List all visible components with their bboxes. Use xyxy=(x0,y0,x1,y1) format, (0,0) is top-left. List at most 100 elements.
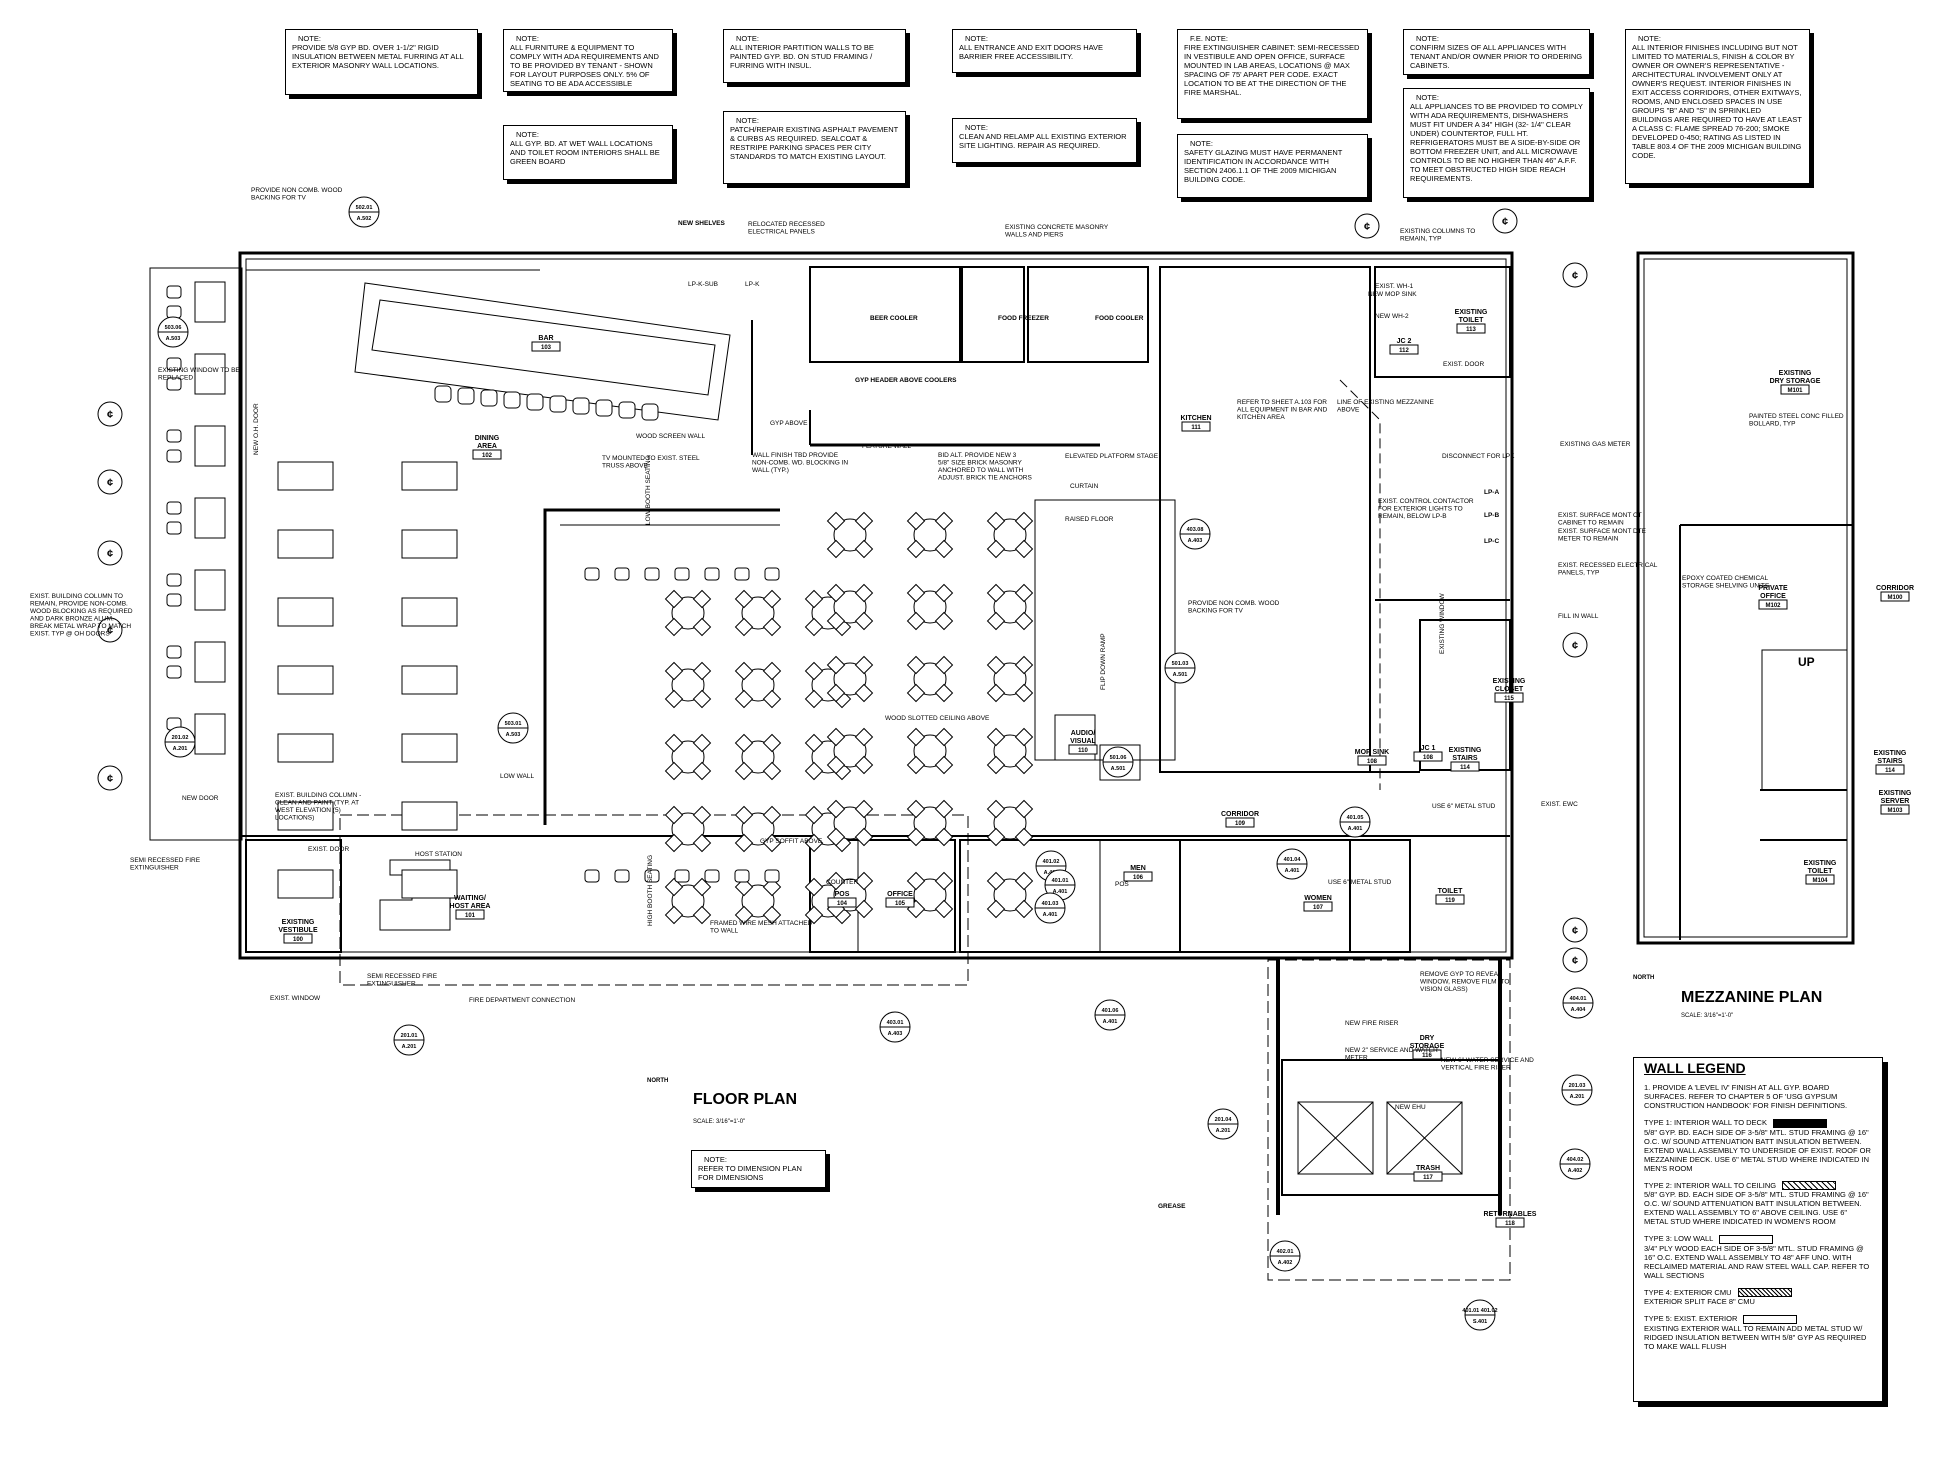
grid-marker-glyph: ¢ xyxy=(1572,640,1578,652)
room-name: MEN xyxy=(1130,865,1146,872)
note-title: NOTE: xyxy=(736,34,759,43)
room-number: M100 xyxy=(1887,595,1903,601)
table-icon xyxy=(194,425,226,467)
bar-stool-icon xyxy=(595,399,613,417)
note-insulation: NOTE: PROVIDE 5/8 GYP BD. OVER 1-1/2" RI… xyxy=(285,29,478,95)
section-tag-bottom: A.401 xyxy=(1043,912,1058,918)
note-title: F.E. NOTE: xyxy=(1190,34,1228,43)
room-number: 114 xyxy=(1460,765,1470,771)
note-body: ALL FURNITURE & EQUIPMENT TO COMPLY WITH… xyxy=(510,43,659,88)
callout-label: FLIP DOWN RAMP xyxy=(1100,633,1107,690)
section-tag-top: 201.02 xyxy=(172,735,189,741)
section-tag-bottom: A.401 xyxy=(1103,1019,1118,1025)
restrooms-outline xyxy=(959,839,1411,953)
grid-marker-icon xyxy=(1354,213,1380,239)
section-tag-top: 404.02 xyxy=(1567,1157,1584,1163)
round-table-icon xyxy=(913,662,947,696)
callout-label: USE 6" METAL STUD xyxy=(1432,803,1496,810)
room-number-box xyxy=(1880,591,1910,602)
note-title: NOTE: xyxy=(516,130,539,139)
note-fire-extinguisher: F.E. NOTE: FIRE EXTINGUISHER CABINET: SE… xyxy=(1177,29,1368,119)
section-tag-bottom: A.201 xyxy=(402,1044,417,1050)
room-name: RETURNABLES xyxy=(1484,1211,1537,1218)
room-name: POS xyxy=(835,891,850,898)
section-tag-bottom: A.402 xyxy=(1568,1168,1583,1174)
legend-type1-desc: 5/8" GYP. BD. EACH SIDE OF 3-5/8" MTL. S… xyxy=(1644,1127,1871,1173)
section-tag-bottom: A.401 xyxy=(1053,889,1068,895)
room-number-box xyxy=(1225,817,1255,828)
callout-label: FOOD COOLER xyxy=(1095,315,1144,322)
section-tag-bottom: A.403 xyxy=(1188,538,1203,544)
section-tag-bottom: A.503 xyxy=(166,336,181,342)
chair-icon xyxy=(614,869,630,883)
section-tag-bottom: A.201 xyxy=(173,746,188,752)
grid-marker-glyph: ¢ xyxy=(1572,270,1578,282)
chair-icon xyxy=(644,869,660,883)
room-name: WOMEN xyxy=(1304,895,1332,902)
legend-type5-desc: EXISTING EXTERIOR WALL TO REMAIN ADD MET… xyxy=(1644,1323,1867,1351)
room-number-box xyxy=(531,341,561,352)
legend-type4-desc: EXTERIOR SPLIT FACE 8" CMU xyxy=(1644,1297,1755,1307)
grid-marker-icon xyxy=(97,765,123,791)
mezzanine-outline xyxy=(1636,251,1855,945)
room-name: MOP SINK xyxy=(1355,749,1390,756)
legend-type5-label: TYPE 5: EXIST. EXTERIOR xyxy=(1644,1314,1738,1324)
bar-stool-icon xyxy=(526,393,544,411)
chair-icon xyxy=(644,567,660,581)
legend-type4-label: TYPE 4: EXTERIOR CMU xyxy=(1644,1287,1732,1297)
note-body: ALL INTERIOR FINISHES INCLUDING BUT NOT … xyxy=(1632,43,1802,160)
section-tag-top: 401.02 xyxy=(1043,859,1060,865)
table-icon xyxy=(401,733,458,763)
table-icon xyxy=(194,353,226,395)
note-ada-appliances: NOTE: ALL APPLIANCES TO BE PROVIDED TO C… xyxy=(1403,88,1590,198)
table-icon xyxy=(277,869,334,899)
callout-label: RAISED FLOOR xyxy=(1065,516,1114,523)
section-tag-top: 201.01 xyxy=(401,1033,418,1039)
callout-label: EXISTING WINDOW xyxy=(1439,592,1446,654)
type3-swatch xyxy=(1719,1234,1774,1244)
chair-icon xyxy=(166,665,182,679)
type2-swatch xyxy=(1782,1181,1837,1191)
note-body: ALL APPLIANCES TO BE PROVIDED TO COMPLY … xyxy=(1410,102,1583,183)
type5-swatch xyxy=(1743,1314,1798,1324)
grid-marker-glyph: ¢ xyxy=(1572,955,1578,967)
office-outline xyxy=(809,839,956,953)
round-table-icon xyxy=(993,590,1027,624)
round-table-icon xyxy=(741,596,775,630)
callout-label: HOST STATION xyxy=(415,851,462,858)
room-number: M101 xyxy=(1787,388,1803,394)
type1-swatch xyxy=(1772,1118,1827,1128)
callout-label: BEER COOLER xyxy=(870,315,918,322)
section-tag-top: 401.01 401.02 xyxy=(1462,1308,1497,1314)
section-tag-top: 503.01 xyxy=(505,721,522,727)
callout-label: LOW BOOTH SEATING xyxy=(645,455,652,525)
callout-label: EXISTING GAS METER xyxy=(1560,441,1631,448)
note-safety-glazing: NOTE: SAFETY GLAZING MUST HAVE PERMANENT… xyxy=(1177,134,1368,198)
legend-type1-label: TYPE 1: INTERIOR WALL TO DECK xyxy=(1644,1118,1767,1127)
section-tag-top: 401.03 xyxy=(1042,901,1059,907)
mezzanine-plan-title: MEZZANINE PLAN xyxy=(1681,989,1823,1006)
table-icon xyxy=(194,497,226,539)
chair-icon xyxy=(614,567,630,581)
note-body: ALL ENTRANCE AND EXIT DOORS HAVE BARRIER… xyxy=(959,43,1104,61)
note-title: NOTE: xyxy=(1190,139,1213,148)
callout-label: DISCONNECT FOR LPK xyxy=(1442,453,1515,460)
room-name: JC 2 xyxy=(1397,338,1412,345)
callout-label: FOOD FREEZER xyxy=(998,315,1049,322)
room-number: 115 xyxy=(1504,696,1514,702)
panel-label: LP-C xyxy=(1484,538,1499,545)
round-table-icon xyxy=(833,734,867,768)
callout-label: EXIST. BUILDING COLUMN -CLEAN AND PAINT … xyxy=(275,792,361,822)
note-body: PROVIDE 5/8 GYP BD. OVER 1-1/2" RIGID IN… xyxy=(292,43,464,70)
chair-icon xyxy=(166,305,182,319)
chair-icon xyxy=(584,567,600,581)
room-number-box xyxy=(455,909,485,920)
